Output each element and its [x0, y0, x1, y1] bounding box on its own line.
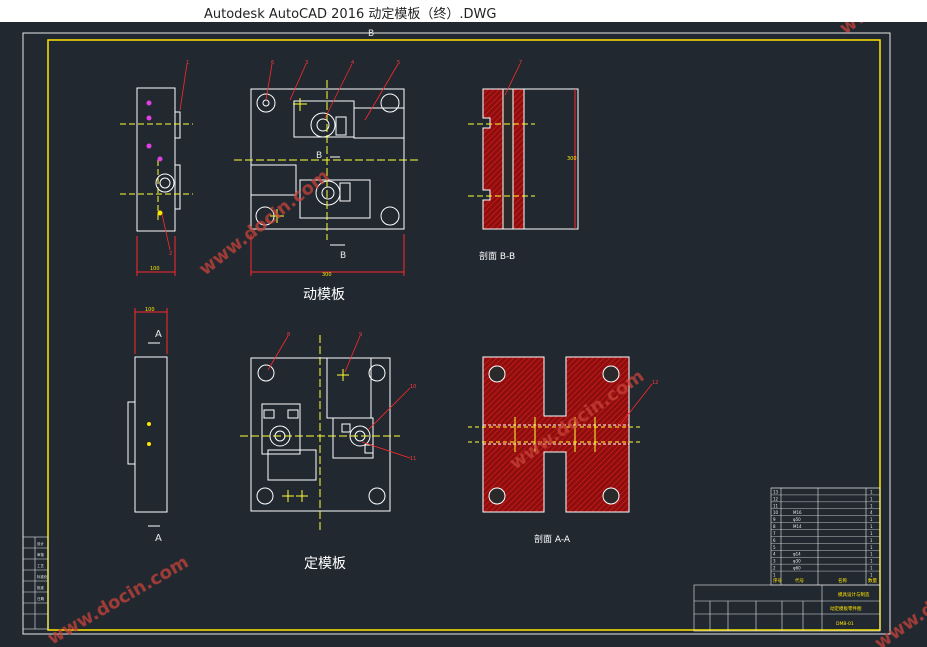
- bom-row-qty: 1: [870, 552, 873, 557]
- watermark-corner-bl: www.docin.com: [44, 552, 192, 647]
- frame-letter: B: [368, 29, 374, 39]
- watermark-corner-br: www.docin.com: [871, 546, 927, 647]
- leader-lines: [161, 63, 653, 459]
- bom-row-qty: 1: [870, 545, 873, 550]
- bom-row-number: 2: [773, 566, 776, 571]
- bom-header-no: 序号: [773, 577, 782, 584]
- bom-header-name: 名称: [838, 577, 847, 584]
- bom-row-number: 5: [773, 545, 776, 550]
- bom-row-number: 8: [773, 524, 776, 529]
- dim-width-main: 300: [322, 272, 332, 278]
- bom-row-qty: 4: [870, 510, 873, 515]
- bom-row-number: 13: [773, 489, 779, 494]
- company-name: 模具设计与制造: [838, 591, 870, 598]
- drawing-canvas[interactable]: B 100: [0, 22, 927, 647]
- balloon-12: 12: [652, 380, 658, 386]
- bom-row-number: 1: [773, 573, 776, 578]
- bom-row-number: 11: [773, 503, 779, 508]
- dim-height-section: 300: [567, 156, 577, 162]
- left-table-row-6: 日期: [37, 596, 44, 601]
- drawing-frame: [47, 39, 881, 631]
- moving-plate-front-view: [234, 80, 418, 276]
- drawing-name: 动定模板零件图: [830, 605, 862, 612]
- left-table-row-4: 标准化: [37, 574, 48, 579]
- bom-row-qty: 1: [870, 559, 873, 564]
- moving-plate-label: 动模板: [303, 287, 345, 303]
- balloon-2: 2: [169, 251, 172, 257]
- fixed-plate-side-view: [127, 308, 168, 527]
- title-bar: Autodesk AutoCAD 2016 动定模板（终）.DWG: [0, 0, 927, 22]
- balloon-10: 10: [410, 384, 416, 390]
- left-revision-table: [22, 536, 49, 630]
- balloon-11: 11: [410, 456, 416, 462]
- watermark-corner-tr: www.docin.com: [836, 22, 927, 39]
- section-bb-view: [468, 88, 579, 230]
- balloon-8: 8: [287, 332, 290, 338]
- window-title: Autodesk AutoCAD 2016 动定模板（终）.DWG: [204, 7, 497, 22]
- bom-row-number: 4: [773, 552, 776, 557]
- bom-row-qty: 1: [870, 503, 873, 508]
- dim-top-side: 100: [145, 307, 155, 313]
- balloon-6: 6: [271, 60, 274, 66]
- balloon-7: 7: [519, 60, 522, 66]
- section-aa-view: [468, 356, 640, 513]
- fixed-plate-front-view: [240, 335, 400, 530]
- bom-row-qty: 1: [870, 573, 873, 578]
- bom-header-code: 代号: [795, 577, 804, 584]
- bom-row-qty: 1: [870, 489, 873, 494]
- bom-row-spec: M14: [793, 524, 802, 529]
- left-table-row-2: 审核: [37, 552, 44, 557]
- bom-row-qty: 1: [870, 496, 873, 501]
- bom-row-spec: φ60: [793, 566, 801, 571]
- bom-row-number: 12: [773, 496, 779, 501]
- left-table-row-1: 设计: [37, 541, 44, 546]
- bom-row-qty: 1: [870, 538, 873, 543]
- cut-a-bottom: A: [155, 533, 162, 544]
- watermark-main-1: www.docin.com: [195, 165, 333, 280]
- section-bb-label: 剖面 B-B: [479, 250, 515, 262]
- section-aa-label: 剖面 A-A: [534, 533, 571, 545]
- bom-row-qty: 1: [870, 524, 873, 529]
- bom-row-qty: 1: [870, 566, 873, 571]
- bom-header-qty: 数量: [868, 577, 877, 584]
- sheet-border: [22, 32, 891, 635]
- bom-row-number: 9: [773, 517, 776, 522]
- left-table-text: 设计 审核 工艺 标准化 批准 日期: [37, 541, 48, 601]
- balloon-labels: 1 2 6 3 4 5 7 8 9 10 11 12: [169, 60, 658, 462]
- bom-row-number: 6: [773, 538, 776, 543]
- left-table-row-3: 工艺: [37, 563, 44, 568]
- bom-row-spec: φ14: [793, 552, 801, 557]
- bom-row-spec: φ50: [793, 517, 801, 522]
- title-block: [693, 584, 881, 632]
- balloon-9: 9: [359, 332, 362, 338]
- moving-plate-side-view: [120, 87, 193, 276]
- cut-a-top: A: [155, 329, 162, 340]
- balloon-1: 1: [186, 60, 189, 66]
- bom-row-spec: φ30: [793, 559, 801, 564]
- bom-row-number: 3: [773, 559, 776, 564]
- cut-b-left: B: [316, 151, 322, 161]
- fixed-plate-label: 定模板: [304, 556, 346, 572]
- title-block-text: 模具设计与制造 动定模板零件图 DMB-01 序号 代号 名称 数量: [773, 577, 877, 627]
- left-table-row-5: 批准: [37, 585, 44, 590]
- bom-row-qty: 1: [870, 531, 873, 536]
- balloon-4: 4: [351, 60, 354, 66]
- bom-row-number: 10: [773, 510, 779, 515]
- bom-row-spec: M16: [793, 510, 802, 515]
- sheet-number: DMB-01: [836, 621, 854, 627]
- cut-b-right: B: [340, 251, 346, 261]
- bom-row-qty: 1: [870, 517, 873, 522]
- balloon-3: 3: [305, 60, 308, 66]
- bom-row-number: 7: [773, 531, 776, 536]
- balloon-5: 5: [397, 60, 400, 66]
- dim-width-left: 100: [150, 266, 160, 272]
